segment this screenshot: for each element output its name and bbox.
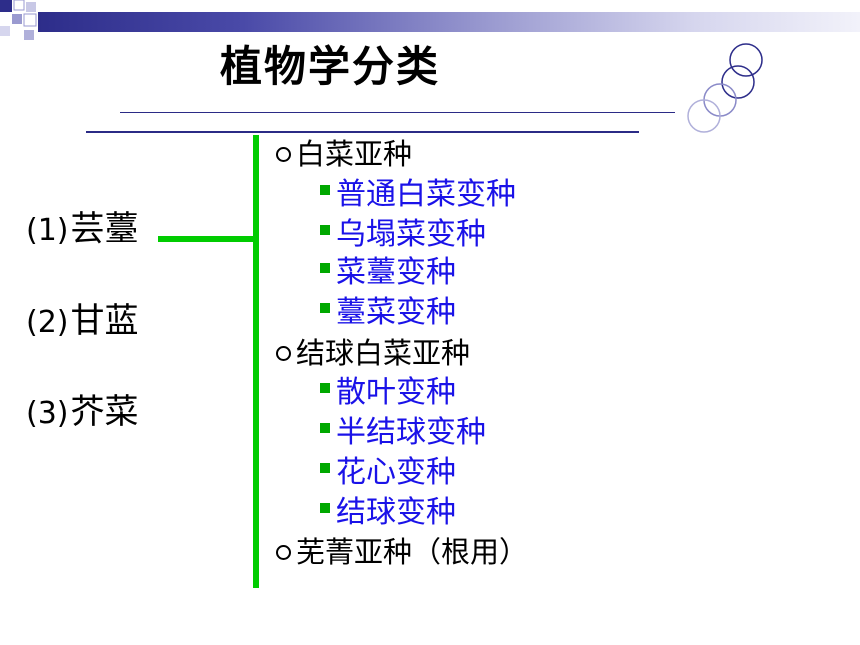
square-bullet-icon xyxy=(320,303,330,313)
header-gradient-bar xyxy=(38,12,860,32)
square-bullet-icon xyxy=(320,225,330,235)
subspecies-item: 白菜亚种 xyxy=(276,140,412,169)
left-item-number: (2) xyxy=(26,305,69,340)
square-bullet-icon xyxy=(320,263,330,273)
variety-item: 菜薹变种 xyxy=(320,258,456,288)
page-title: 植物学分类 xyxy=(220,42,441,91)
subspecies-item: 结球白菜亚种 xyxy=(276,339,470,368)
hollow-circle-icon xyxy=(276,545,291,560)
variety-label: 半结球变种 xyxy=(336,415,486,450)
variety-item: 花心变种 xyxy=(320,458,456,488)
variety-item: 散叶变种 xyxy=(320,378,456,408)
square-bullet-icon xyxy=(320,503,330,513)
variety-label: 散叶变种 xyxy=(336,375,456,410)
left-item-1: (1)芸薹 xyxy=(26,212,139,246)
variety-label: 花心变种 xyxy=(336,455,456,490)
left-item-3: (3)芥菜 xyxy=(26,395,139,429)
left-item-2: (2)甘蓝 xyxy=(26,304,139,338)
left-item-name: 芥菜 xyxy=(70,392,139,432)
subspecies-label: 结球白菜亚种 xyxy=(296,336,471,370)
square-bullet-icon xyxy=(320,383,330,393)
square-bullet-icon xyxy=(320,463,330,473)
variety-label: 乌塌菜变种 xyxy=(336,217,486,252)
variety-item: 乌塌菜变种 xyxy=(320,220,486,250)
left-item-number: (3) xyxy=(26,396,69,431)
title-underline-thick xyxy=(86,131,639,133)
variety-item: 普通白菜变种 xyxy=(320,180,516,210)
left-item-name: 甘蓝 xyxy=(70,301,139,341)
connector-line xyxy=(158,236,258,242)
variety-item: 结球变种 xyxy=(320,498,456,528)
hollow-circle-icon xyxy=(276,147,291,162)
interlocking-circles-decoration xyxy=(687,43,763,133)
variety-item: 半结球变种 xyxy=(320,418,486,448)
variety-label: 结球变种 xyxy=(336,495,456,530)
square-bullet-icon xyxy=(320,185,330,195)
subspecies-label: 芜菁亚种（根用） xyxy=(296,535,529,569)
title-underline-thin xyxy=(120,112,675,113)
variety-item: 薹菜变种 xyxy=(320,298,456,328)
variety-label: 普通白菜变种 xyxy=(336,177,516,212)
subspecies-item: 芜菁亚种（根用） xyxy=(276,538,528,567)
hollow-circle-icon xyxy=(276,346,291,361)
subspecies-label: 白菜亚种 xyxy=(296,137,413,171)
variety-label: 菜薹变种 xyxy=(336,255,456,290)
variety-label: 薹菜变种 xyxy=(336,295,456,330)
square-bullet-icon xyxy=(320,423,330,433)
left-item-name: 芸薹 xyxy=(70,209,139,249)
left-item-number: (1) xyxy=(26,213,69,248)
bracket-vertical-line xyxy=(253,135,259,588)
